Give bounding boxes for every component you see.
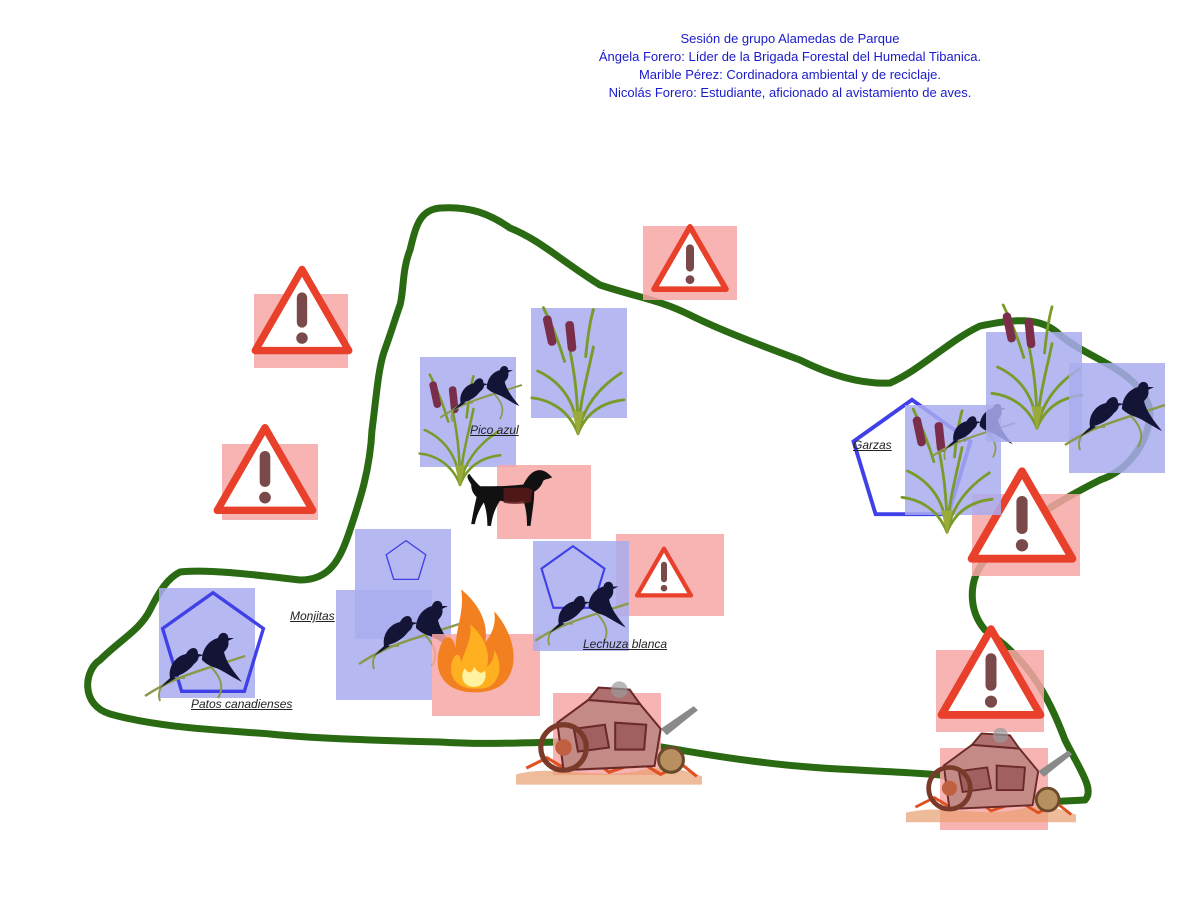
burned-car-marker-2 [906, 728, 1076, 830]
warning-marker-4 [616, 534, 724, 616]
header-line-3: Marible Pérez: Cordinadora ambiental y d… [638, 67, 942, 82]
label-lechuza-blanca: Lechuza blanca [583, 637, 668, 651]
monjitas-marker [336, 529, 461, 700]
cattail-marker-1 [530, 306, 627, 438]
header-line-1: Sesión de grupo Alamedas de Parque [680, 31, 900, 46]
label-patos-canadienses: Patos canadienses [191, 697, 293, 711]
header-line-2: Ángela Forero: Líder de la Brigada Fores… [598, 49, 982, 64]
patos-canadienses-marker [143, 588, 266, 703]
burned-car-icon [516, 681, 702, 784]
garzas-marker [854, 400, 1017, 537]
burned-car-icon [906, 728, 1076, 822]
cattail-marker-2 [986, 303, 1084, 442]
warning-marker-1 [254, 269, 349, 368]
label-garzas: Garzas [853, 438, 892, 452]
dog-marker [467, 465, 591, 539]
warning-marker-2 [217, 428, 318, 520]
birds-marker-east [1063, 363, 1167, 473]
label-pico-azul: Pico azul [470, 423, 519, 437]
burned-car-marker-1 [516, 681, 702, 784]
fire-marker [432, 589, 540, 716]
label-monjitas: Monjitas [290, 609, 335, 623]
lechuza-blanca-marker [533, 541, 630, 651]
warning-marker-6 [936, 629, 1044, 732]
warning-marker-3 [643, 226, 737, 300]
header-line-4: Nicolás Forero: Estudiante, aficionado a… [608, 85, 972, 100]
header-block: Sesión de grupo Alamedas de Parque Ángel… [598, 31, 982, 100]
pico-azul-marker [418, 357, 523, 489]
route-path [84, 204, 1154, 806]
